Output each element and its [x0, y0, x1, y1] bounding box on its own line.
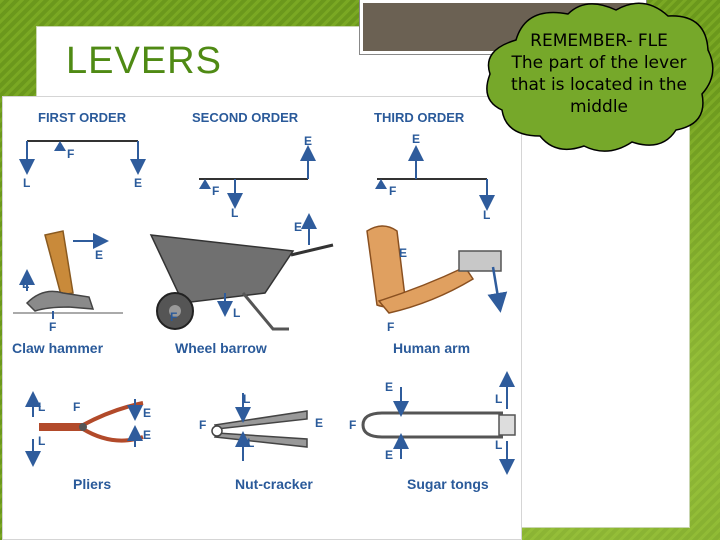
pliers-f-label: F	[73, 400, 80, 414]
first-order-f-label: F	[67, 147, 74, 161]
human-arm-label: Human arm	[393, 340, 470, 356]
hammer-e-label: E	[95, 248, 103, 262]
tongs-top-e-label: E	[385, 380, 393, 394]
slide-title: LEVERS	[66, 40, 222, 82]
second-order-f-label: F	[212, 184, 219, 198]
nutcracker-e-label: E	[315, 416, 323, 430]
third-order-e-label: E	[412, 132, 420, 146]
claw-hammer-illustration	[13, 230, 123, 319]
first-order-l-label: L	[23, 176, 30, 190]
callout-line-4: middle	[569, 97, 629, 117]
tongs-bottom-l-label: L	[495, 438, 502, 452]
nut-cracker-illustration	[211, 393, 308, 461]
barrow-f-label: F	[170, 310, 177, 324]
barrow-e-label: E	[294, 220, 302, 234]
header-second-order: SECOND ORDER	[192, 110, 299, 125]
wheel-barrow-label: Wheel barrow	[175, 340, 267, 356]
third-order-schematic	[375, 145, 495, 211]
wheel-barrow-illustration	[149, 213, 334, 331]
nutcracker-top-l-label: L	[243, 392, 250, 406]
nut-cracker-label: Nut-cracker	[235, 476, 313, 492]
header-third-order: THIRD ORDER	[374, 110, 465, 125]
first-order-schematic	[19, 140, 146, 175]
callout-line-1: REMEMBER- FLE	[530, 31, 668, 51]
pliers-top-e-label: E	[143, 406, 151, 420]
pliers-bottom-e-label: E	[143, 428, 151, 442]
pliers-top-l-label: L	[38, 400, 45, 414]
arm-f-label: F	[387, 320, 394, 334]
cloud-callout-shape	[486, 2, 714, 152]
third-order-f-label: F	[389, 184, 396, 198]
nutcracker-f-label: F	[199, 418, 206, 432]
tongs-f-label: F	[349, 418, 356, 432]
arm-e-label: E	[399, 246, 407, 260]
second-order-e-label: E	[304, 134, 312, 148]
tongs-top-l-label: L	[495, 392, 502, 406]
nutcracker-bottom-l-label: L	[247, 436, 254, 450]
callout-line-3: that is located in the	[511, 75, 687, 95]
hammer-f-label: F	[49, 320, 56, 334]
pliers-bottom-l-label: L	[38, 434, 45, 448]
third-order-l-label: L	[483, 208, 490, 222]
first-order-e-label: E	[134, 176, 142, 190]
callout-line-2: The part of the lever	[511, 53, 687, 73]
hammer-l-label: L	[22, 277, 29, 291]
cloud-callout-text: REMEMBER- FLE The part of the lever that…	[494, 30, 704, 118]
human-arm-illustration	[366, 225, 508, 314]
pliers-illustration	[25, 391, 144, 467]
claw-hammer-label: Claw hammer	[12, 340, 104, 356]
tongs-bottom-e-label: E	[385, 448, 393, 462]
header-first-order: FIRST ORDER	[38, 110, 127, 125]
sugar-tongs-label: Sugar tongs	[407, 476, 489, 492]
levers-diagram: FIRST ORDER SECOND ORDER THIRD ORDER F L…	[2, 96, 522, 540]
barrow-l-label: L	[233, 306, 240, 320]
pliers-label: Pliers	[73, 476, 111, 492]
sugar-tongs-illustration	[361, 371, 516, 475]
second-order-schematic	[199, 145, 316, 209]
second-order-l-label: L	[231, 206, 238, 220]
